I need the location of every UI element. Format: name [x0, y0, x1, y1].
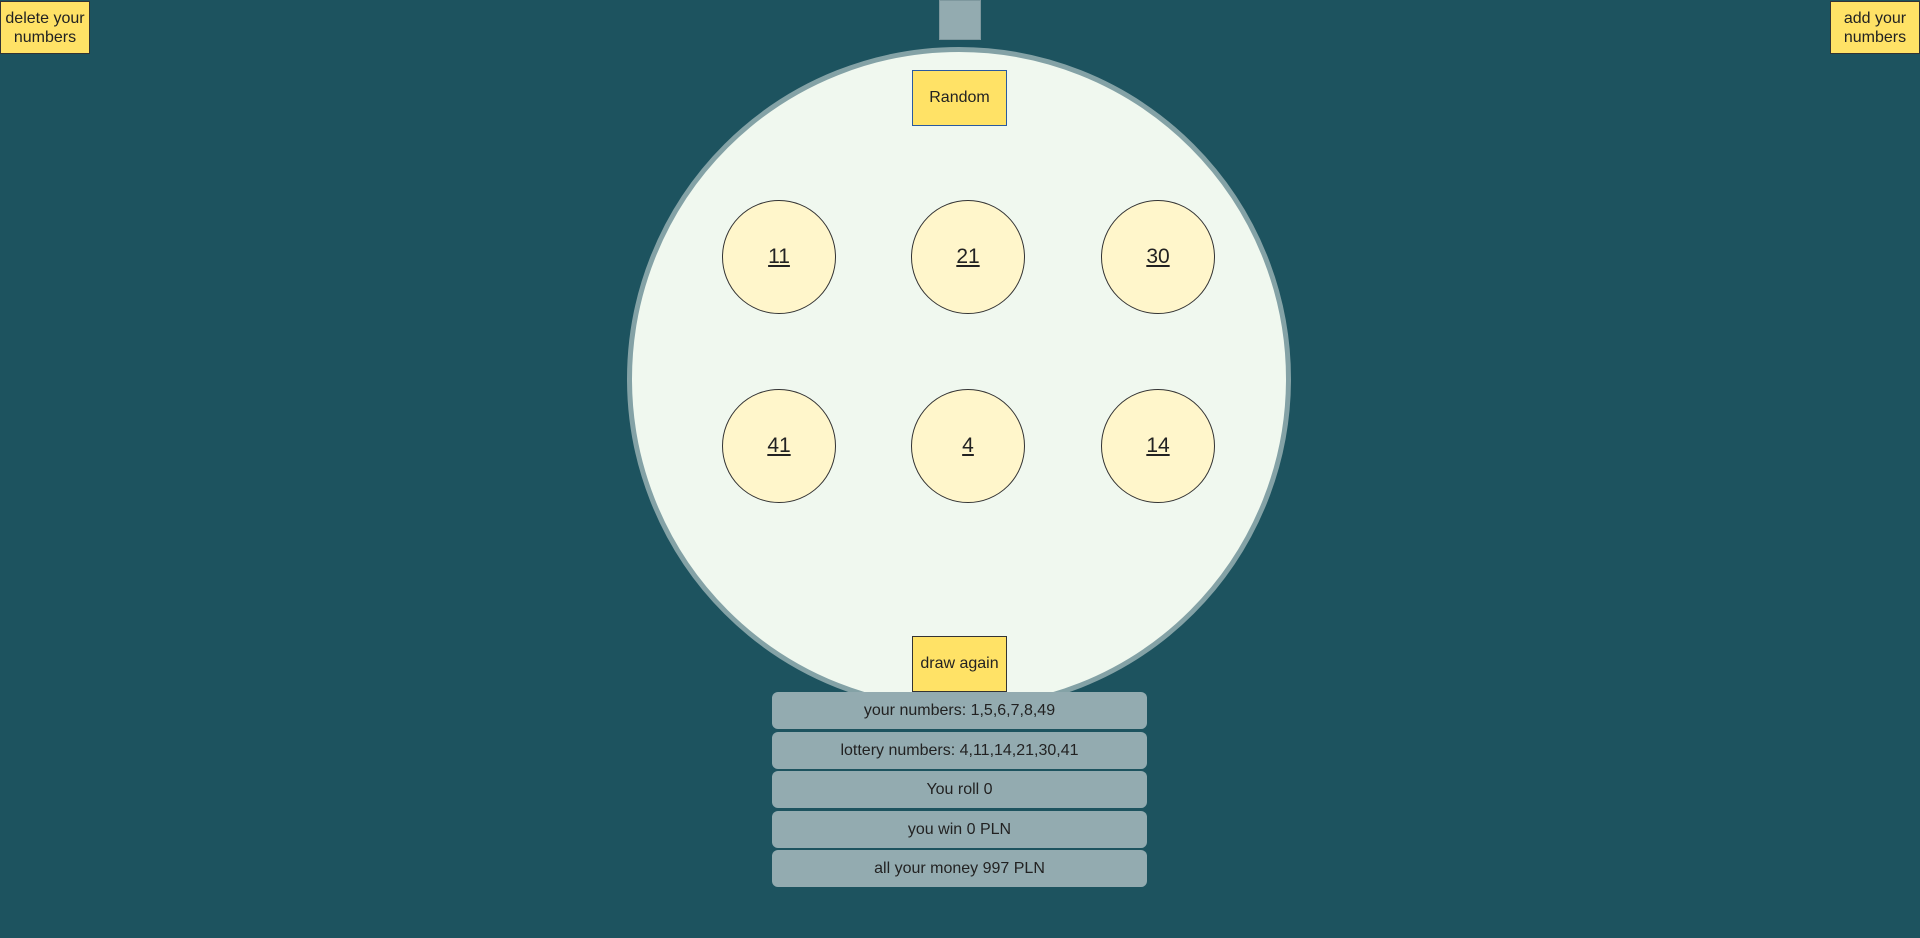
- lottery-ball[interactable]: 21: [911, 200, 1025, 314]
- your-numbers-display: your numbers: 1,5,6,7,8,49: [772, 692, 1147, 729]
- lottery-numbers-display: lottery numbers: 4,11,14,21,30,41: [772, 732, 1147, 769]
- lottery-ball[interactable]: 30: [1101, 200, 1215, 314]
- draw-again-button[interactable]: draw again: [912, 636, 1007, 692]
- roll-result-display: You roll 0: [772, 771, 1147, 808]
- random-button[interactable]: Random: [912, 70, 1007, 126]
- drum-chute: [939, 0, 981, 40]
- lottery-ball[interactable]: 41: [722, 389, 836, 503]
- lottery-drum: [627, 47, 1291, 711]
- money-balance-display: all your money 997 PLN: [772, 850, 1147, 887]
- delete-numbers-button[interactable]: delete your numbers: [0, 1, 90, 54]
- add-numbers-button[interactable]: add your numbers: [1830, 1, 1920, 54]
- win-amount-display: you win 0 PLN: [772, 811, 1147, 848]
- lottery-ball[interactable]: 14: [1101, 389, 1215, 503]
- lottery-ball[interactable]: 4: [911, 389, 1025, 503]
- lottery-ball[interactable]: 11: [722, 200, 836, 314]
